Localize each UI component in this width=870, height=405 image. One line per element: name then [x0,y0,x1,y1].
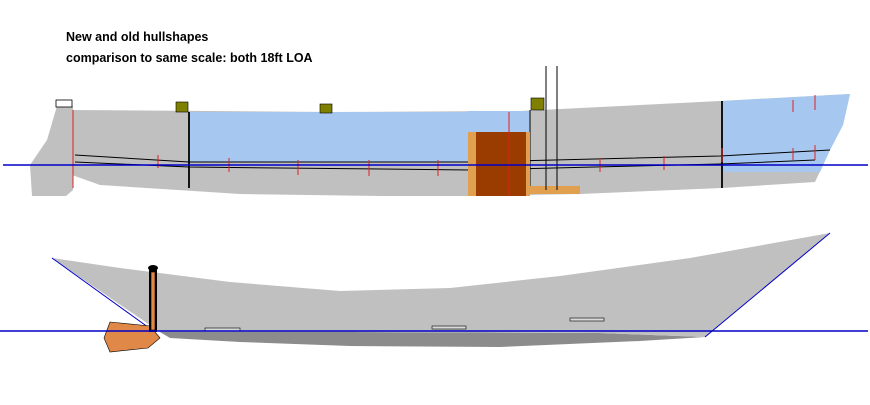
hatch-mid [319,103,333,114]
old-hatch-fwd [569,317,605,322]
old-hull-underbody [160,332,705,347]
caption-title: New and old hullshapes [66,30,209,44]
hatch-fwd [530,97,545,111]
tiller-head [148,265,158,271]
new-hull-profile [30,66,850,196]
new-hull-stern [30,106,73,196]
old-hull-bow-line [704,232,831,338]
caption-subtitle: comparison to same scale: both 18ft LOA [66,51,313,65]
engine-skeg [530,186,580,194]
cabin-window-main [189,112,468,162]
engine-box [476,132,526,196]
tiller-post-inner [150,271,156,331]
cabin-window-bow [722,94,850,172]
cabin-window-mid [468,111,530,132]
old-hull-body [52,233,830,337]
old-hull-profile [51,232,831,353]
old-hull-stern-line [51,257,153,331]
station-marks [72,95,816,196]
old-hatch-mid [431,325,467,330]
hatch-aft [175,101,189,113]
stern-deck-box [55,99,73,108]
